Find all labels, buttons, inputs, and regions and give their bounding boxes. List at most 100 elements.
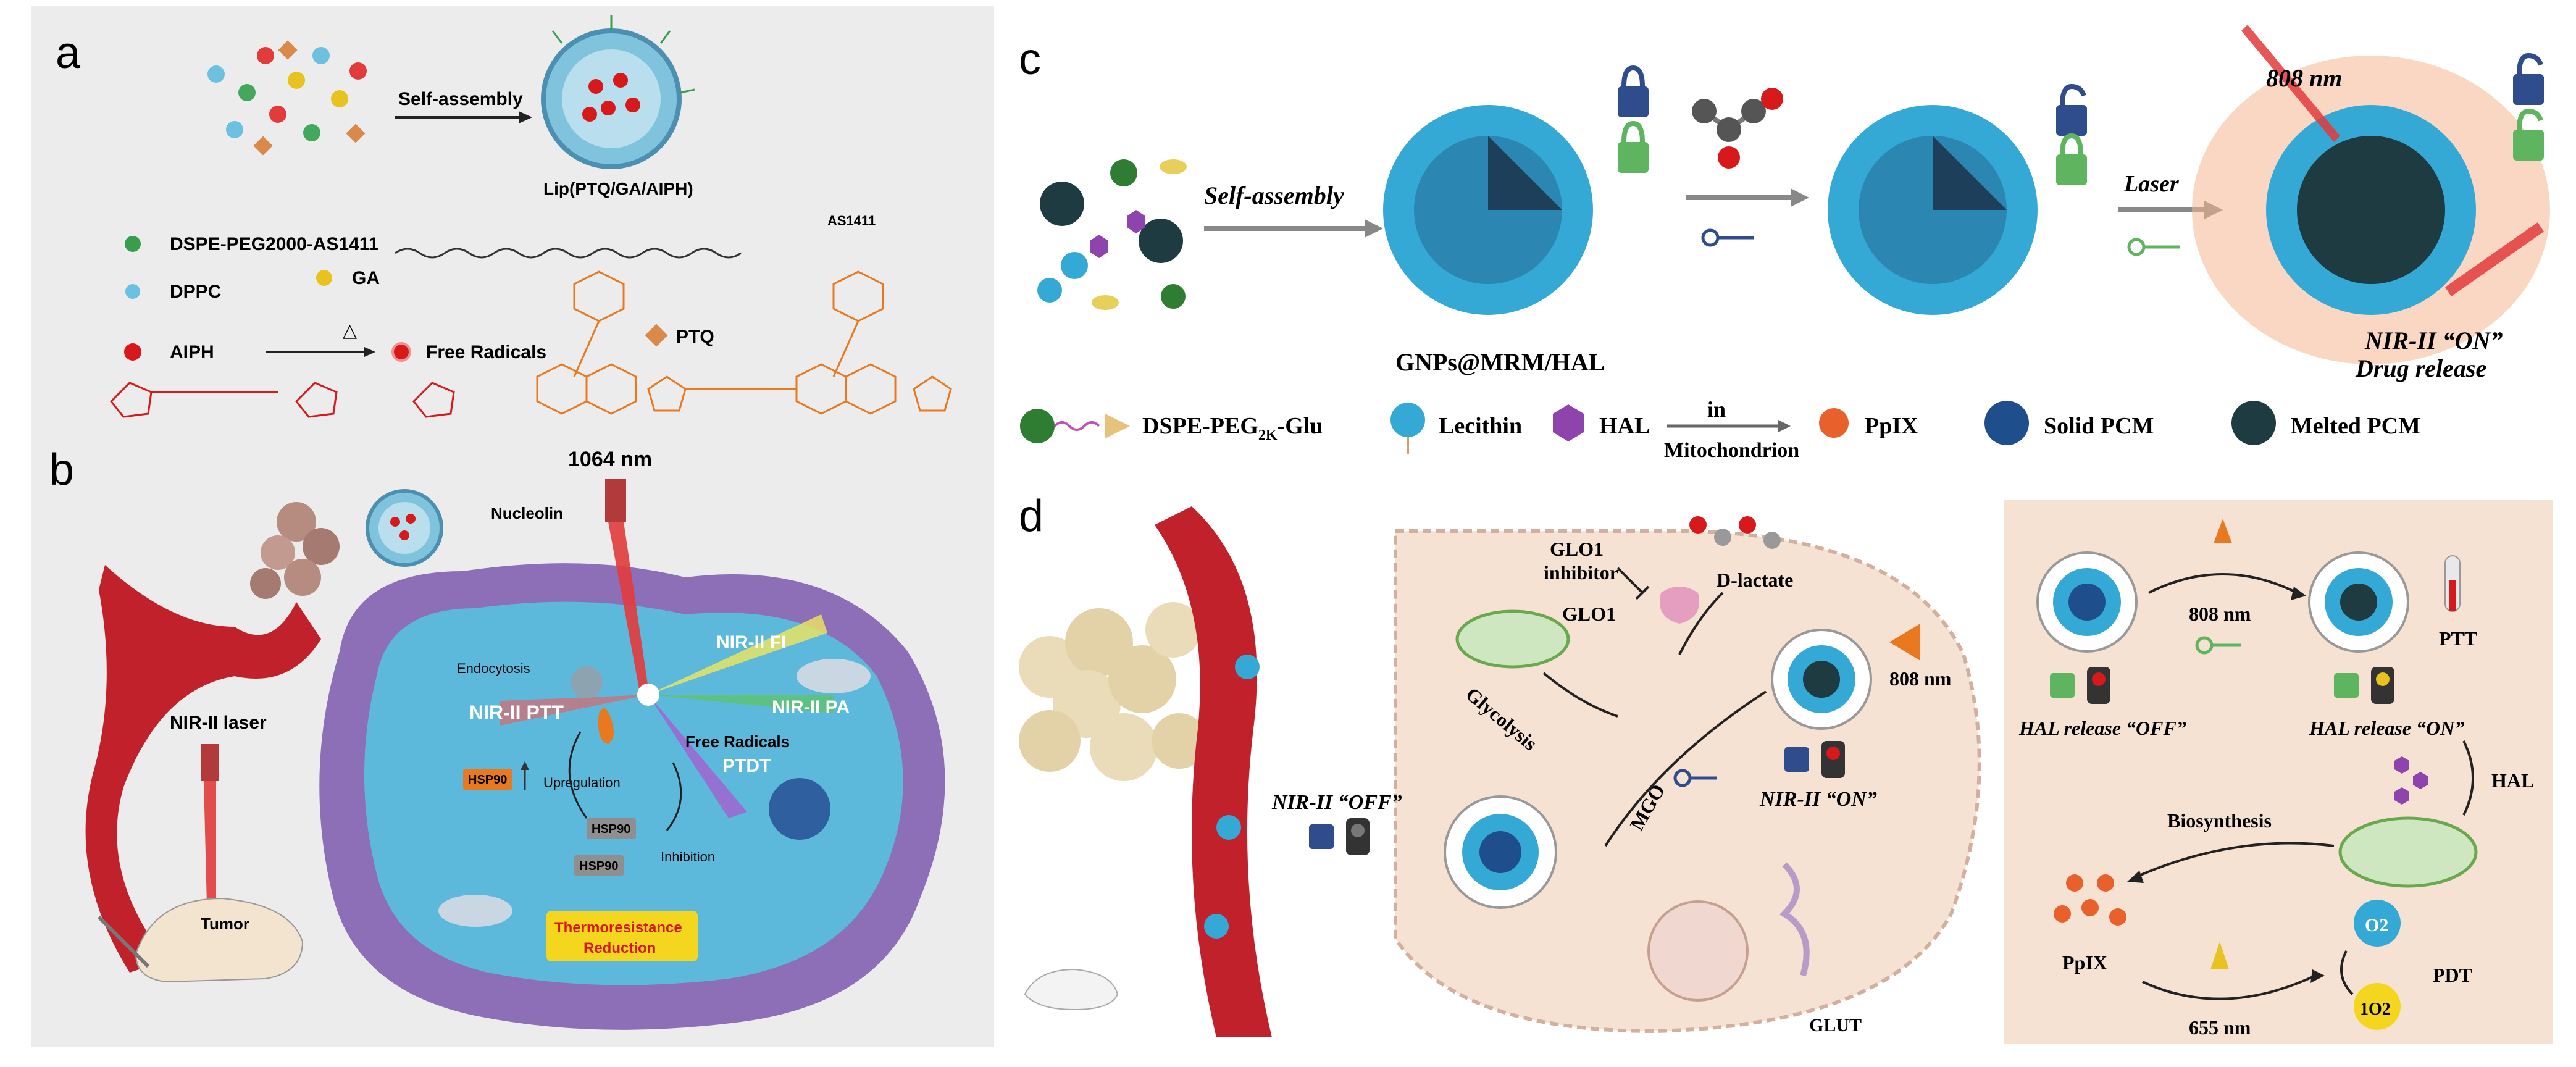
legend-c: DSPE-PEG2K-Glu Lecithin HAL in Mitochond… — [1020, 397, 2420, 462]
liposome-label: Lip(PTQ/GA/AIPH) — [543, 179, 693, 198]
nm808-label-right: 808 nm — [2189, 603, 2251, 625]
blood-vessel-d — [1155, 506, 1272, 1037]
lock-open-d — [1784, 747, 1809, 772]
nir-on-label-c: NIR-II “ON” — [2364, 327, 2503, 354]
tumor-cluster-d — [1019, 602, 1207, 781]
thermo-line2: Reduction — [583, 940, 656, 956]
panel-a: a Self-assembly Lip(PTQ/GA/AIP — [31, 6, 994, 429]
glut-label: GLUT — [1809, 1015, 1862, 1036]
dspe-c-label: DSPE-PEG2K-Glu — [1142, 413, 1323, 443]
gnp-1 — [1383, 105, 1593, 315]
laser-head-b — [605, 479, 626, 522]
hal-label-right: HAL — [2491, 769, 2534, 792]
mouse-icon — [135, 897, 304, 983]
nir2-pa-label: NIR-II PA — [772, 697, 850, 718]
hal-icon — [1553, 404, 1584, 441]
lecithin-icon — [1390, 403, 1425, 437]
laser-cone-655 — [2210, 942, 2229, 969]
dppc-icon — [125, 284, 140, 299]
upregulation-arrow — [568, 731, 588, 819]
panel-b-letter: b — [49, 445, 74, 495]
nm808-label-d: 808 nm — [1889, 667, 1952, 690]
nir-on-label-d: NIR-II “ON” — [1759, 788, 1877, 811]
biosynthesis-label: Biosynthesis — [2167, 810, 2272, 832]
key-green-d-icon — [2195, 636, 2241, 655]
lock-closed-d — [1309, 824, 1334, 849]
lock-blue-open-2 — [2513, 74, 2544, 105]
mitochondrion-d — [1455, 609, 1570, 669]
ga-label: GA — [352, 268, 380, 288]
dppc-label: DPPC — [170, 282, 221, 302]
panel-c-svg: c Self-assembly GNPs@MRM/HAL — [1019, 25, 2550, 462]
panel-b: b Nucleolin 1064 nm Endocytosis NIR-II F… — [31, 429, 994, 1047]
dspe-chain — [395, 248, 742, 259]
glo1-enzyme-icon — [1660, 587, 1699, 624]
key-blue-icon — [1701, 228, 1754, 247]
hal-cluster-icon — [2394, 756, 2428, 805]
lock-green-on — [2334, 673, 2359, 698]
o2-label: O2 — [2365, 915, 2388, 935]
endosome-icon — [571, 666, 603, 698]
inhibition-label: Inhibition — [661, 849, 715, 864]
nucleolin-label: Nucleolin — [491, 504, 563, 522]
free-radical-icon — [391, 342, 411, 362]
mouse-d-icon — [1024, 968, 1119, 1011]
nir2-laser-label: NIR-II laser — [170, 713, 267, 733]
syringe-icon — [97, 915, 150, 968]
pdt-label: PDT — [2433, 964, 2472, 986]
inhibition-arrow — [666, 762, 682, 831]
laser-cone-d — [1889, 624, 1920, 661]
laser-beam-c-2 — [2445, 222, 2544, 296]
lecithin-label: Lecithin — [1439, 413, 1522, 439]
mitochondrion-b-1 — [797, 659, 871, 693]
gnp-label: GNPs@MRM/HAL — [1395, 348, 1605, 376]
lock-blue-closed — [1618, 86, 1649, 117]
lock-blue-open — [2056, 105, 2087, 136]
dspe-c-icon — [1020, 409, 1055, 443]
hal-arrow — [2462, 740, 2474, 816]
ppix-label-c: PpIX — [1865, 413, 1918, 439]
self-assembly-label-a: Self-assembly — [398, 89, 523, 109]
glo1-inhibitor-label-1: GLO1 — [1550, 538, 1604, 560]
dspe-label: DSPE-PEG2000-AS1411 — [170, 234, 379, 254]
delta-label: △ — [343, 320, 357, 341]
ptt-label: PTT — [2439, 627, 2477, 650]
inhibit-line — [1616, 567, 1644, 594]
nucleus-icon — [769, 778, 830, 840]
o2-arrow — [2340, 950, 2354, 995]
hsp90-badge-3 — [574, 855, 624, 876]
tumor-cluster — [250, 502, 340, 599]
o2-icon — [2354, 900, 2401, 947]
self-assembly-label-c: Self-assembly — [1204, 182, 1344, 209]
free-radicals-label-b: Free Radicals — [685, 732, 790, 751]
dspe-icon — [125, 236, 141, 252]
hal-label: HAL — [1599, 413, 1650, 439]
aiph-label: AIPH — [170, 342, 214, 362]
panel-c: c Self-assembly GNPs@MRM/HAL — [1013, 6, 2556, 482]
singlet-o2-label: 1O2 — [2360, 1000, 2391, 1019]
key-green-icon — [2127, 238, 2180, 256]
hsp90-label-3: HSP90 — [579, 860, 618, 873]
blood-vessel — [85, 565, 322, 973]
panel-a-svg: a Self-assembly Lip(PTQ/GA/AIP — [56, 15, 952, 418]
hal-off-label: HAL release “OFF” — [2018, 717, 2186, 739]
nucleus-d — [1647, 900, 1749, 1002]
laser-head-mouse — [201, 744, 219, 781]
dspe-tail-label: AS1411 — [827, 213, 876, 228]
melted-pcm-icon — [2231, 401, 2276, 445]
arrow-655 — [2142, 974, 2316, 1000]
laser-cone-right — [2214, 519, 2232, 543]
flash-icon — [637, 684, 659, 706]
ga-icon — [316, 270, 332, 286]
ppix-cluster-icon — [2054, 874, 2126, 926]
lock-green-closed-2 — [2056, 154, 2087, 185]
hsp90-badge-1 — [463, 769, 512, 790]
tumor-label: Tumor — [201, 914, 249, 933]
components-cluster — [207, 40, 367, 156]
panel-d-svg: d GLO1 inhibitor GLO1 D-lactate Glycolys… — [1019, 492, 2553, 1044]
hsp90-badge-2 — [587, 818, 636, 839]
panel-c-letter: c — [1019, 35, 1041, 84]
free-radicals-label-a: Free Radicals — [426, 342, 546, 362]
gnp-2 — [1828, 105, 2038, 315]
aiph-structure — [109, 382, 455, 418]
